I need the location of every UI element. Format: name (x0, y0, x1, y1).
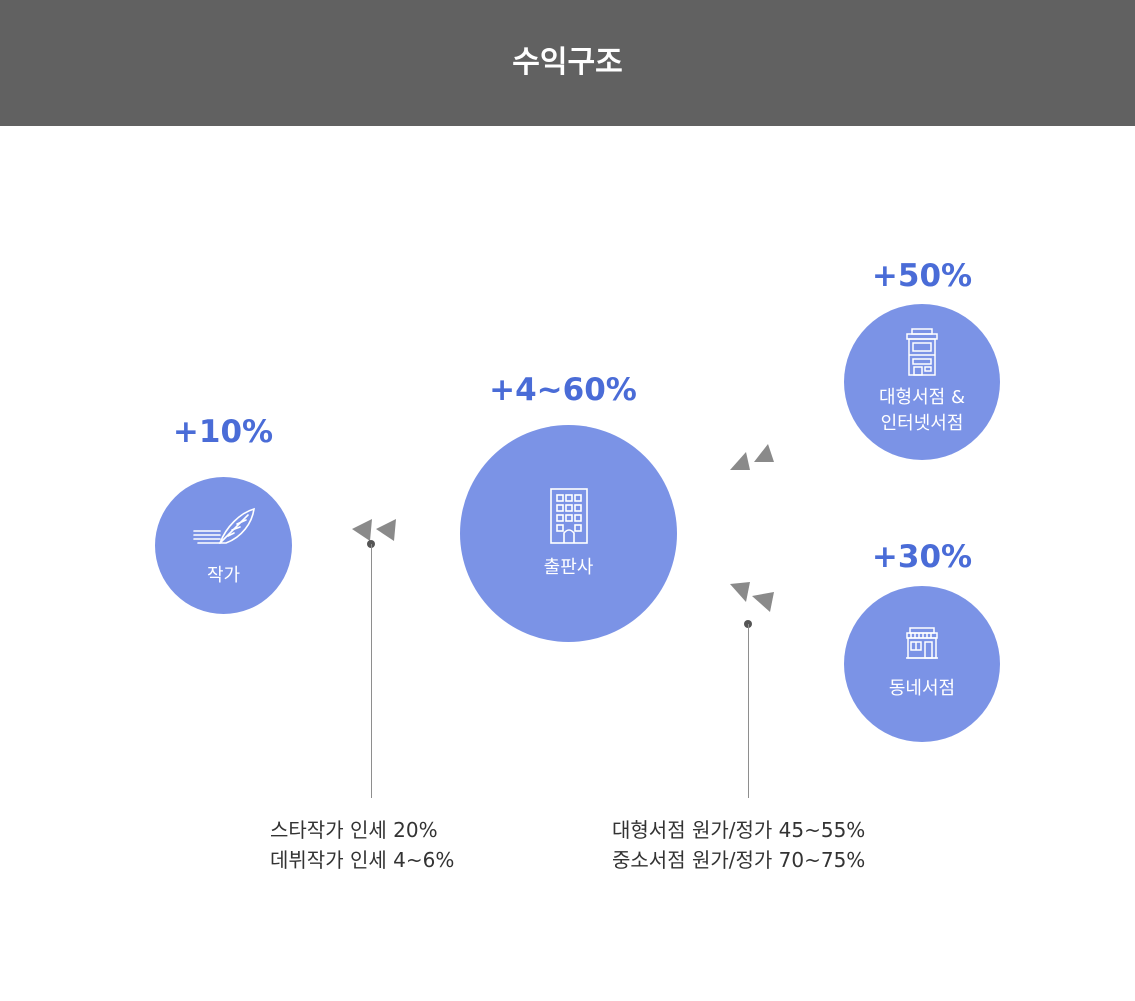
note-line: 데뷔작가 인세 4~6% (270, 848, 455, 872)
note-line: 스타작가 인세 20% (270, 818, 438, 842)
note-line: 중소서점 원가/정가 70~75% (612, 848, 866, 872)
large-bookstore-node: 대형서점 & 인터넷서점 (844, 304, 1000, 460)
connector-line-author (371, 544, 372, 798)
note-line: 대형서점 원가/정가 45~55% (612, 818, 866, 842)
large-bookstore-label-line1: 대형서점 & (879, 387, 965, 408)
connector-line-bookstore (748, 624, 749, 798)
feather-pen-icon (192, 507, 255, 544)
office-building-icon (549, 487, 588, 544)
author-percent: +10% (172, 414, 274, 450)
local-bookstore-label: 동네서점 (888, 678, 956, 699)
author-royalty-note: 스타작가 인세 20% 데뷔작가 인세 4~6% (270, 815, 454, 875)
arrow-author-to-publisher-icon (352, 519, 396, 541)
arrow-publisher-to-local-bookstore-icon (730, 582, 774, 612)
publisher-percent: +4~60% (489, 372, 637, 408)
header-bar: 수익구조 (0, 0, 1135, 126)
author-label: 작가 (206, 564, 241, 586)
storefront-icon (906, 627, 938, 659)
multi-story-store-icon (906, 328, 938, 376)
large-bookstore-label-line2: 인터넷서점 (880, 413, 964, 434)
large-bookstore-percent: +50% (871, 258, 973, 294)
publisher-label: 출판사 (543, 556, 594, 578)
local-bookstore-node: 동네서점 (844, 586, 1000, 742)
arrow-publisher-to-large-bookstore-icon (730, 444, 774, 470)
page-title: 수익구조 (512, 45, 623, 80)
publisher-node: 출판사 (460, 425, 677, 642)
bookstore-margin-note: 대형서점 원가/정가 45~55% 중소서점 원가/정가 70~75% (612, 815, 865, 875)
author-node: 작가 (155, 477, 292, 614)
large-bookstore-label: 대형서점 & 인터넷서점 (879, 385, 965, 437)
local-bookstore-percent: +30% (871, 539, 973, 575)
